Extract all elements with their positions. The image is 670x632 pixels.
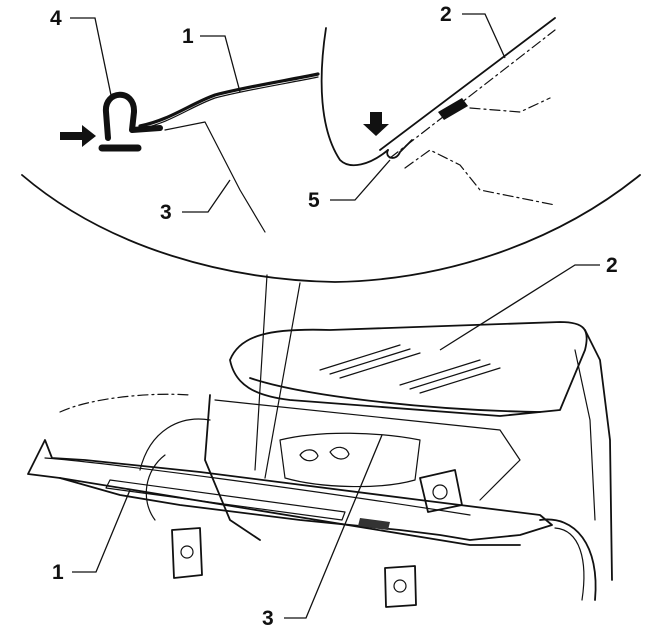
cable-detail-inner bbox=[139, 76, 319, 130]
bracket-center-lower bbox=[384, 565, 417, 608]
hood-front-edge bbox=[249, 377, 541, 413]
cowl-panel bbox=[27, 439, 553, 541]
hood-stripes-1 bbox=[319, 344, 421, 379]
firewall-holes bbox=[299, 446, 350, 462]
engine-bay-left bbox=[204, 394, 261, 541]
detail-inset bbox=[21, 17, 641, 479]
arrow-detail-left bbox=[60, 125, 96, 147]
hood-stripes-2 bbox=[399, 359, 501, 394]
leader-detail-4 bbox=[70, 17, 113, 101]
body-contour-dashed-2 bbox=[469, 97, 551, 113]
magnifier-line-right bbox=[264, 282, 301, 479]
leader-detail-1 bbox=[200, 35, 241, 93]
hood-outline bbox=[229, 321, 588, 417]
vehicle-front-view bbox=[27, 321, 613, 608]
right-body-side-inner bbox=[574, 349, 596, 521]
callout-detail-4: 4 bbox=[50, 7, 62, 30]
windshield-strip-dashed bbox=[389, 29, 556, 159]
callout-main-3: 3 bbox=[262, 607, 274, 630]
engine-bay-back-wall bbox=[214, 399, 521, 501]
cowl-grille bbox=[105, 479, 346, 521]
magnifier-line-left bbox=[254, 274, 268, 471]
strut-mount-right bbox=[419, 469, 463, 513]
leader-detail-5 bbox=[330, 159, 391, 201]
callout-detail-1: 1 bbox=[182, 25, 194, 48]
fender-dashed-outline bbox=[59, 393, 191, 413]
hood-edge-curve bbox=[320, 27, 389, 167]
arrow-detail-right bbox=[363, 112, 389, 136]
leader-lines bbox=[70, 13, 600, 619]
callout-main-1: 1 bbox=[52, 561, 64, 584]
windshield-strip-detail bbox=[379, 17, 556, 151]
cowl-grille-right bbox=[358, 518, 390, 530]
leader-main-3 bbox=[284, 434, 383, 619]
callout-detail-5: 5 bbox=[308, 189, 320, 212]
leader-detail-2 bbox=[462, 13, 506, 59]
callout-main-2: 2 bbox=[606, 254, 618, 277]
left-wheel-arch bbox=[139, 418, 211, 471]
panel-edge-detail bbox=[164, 121, 266, 233]
bracket-center-hole bbox=[393, 579, 407, 593]
connector-block bbox=[438, 98, 468, 120]
callout-detail-2: 2 bbox=[440, 3, 452, 26]
leader-detail-3 bbox=[182, 179, 231, 213]
cowl-seal-strip bbox=[44, 457, 471, 516]
right-wheel-arch bbox=[539, 518, 597, 601]
detail-circle-outline bbox=[21, 174, 641, 283]
bracket-left-hole bbox=[180, 545, 194, 559]
body-contour-dashed-1 bbox=[404, 149, 556, 206]
bracket-left-lower bbox=[171, 527, 203, 579]
leader-main-2 bbox=[439, 264, 600, 351]
cable-detail bbox=[138, 72, 320, 128]
leader-main-1 bbox=[72, 489, 131, 573]
callout-detail-3: 3 bbox=[160, 201, 172, 224]
hood-seal-clip bbox=[103, 91, 163, 141]
right-body-side bbox=[584, 329, 613, 581]
right-wheel-arch-inner bbox=[554, 527, 585, 601]
firewall-detail bbox=[279, 432, 421, 488]
clip-5 bbox=[386, 139, 413, 159]
strut-mount-hole bbox=[432, 484, 448, 500]
